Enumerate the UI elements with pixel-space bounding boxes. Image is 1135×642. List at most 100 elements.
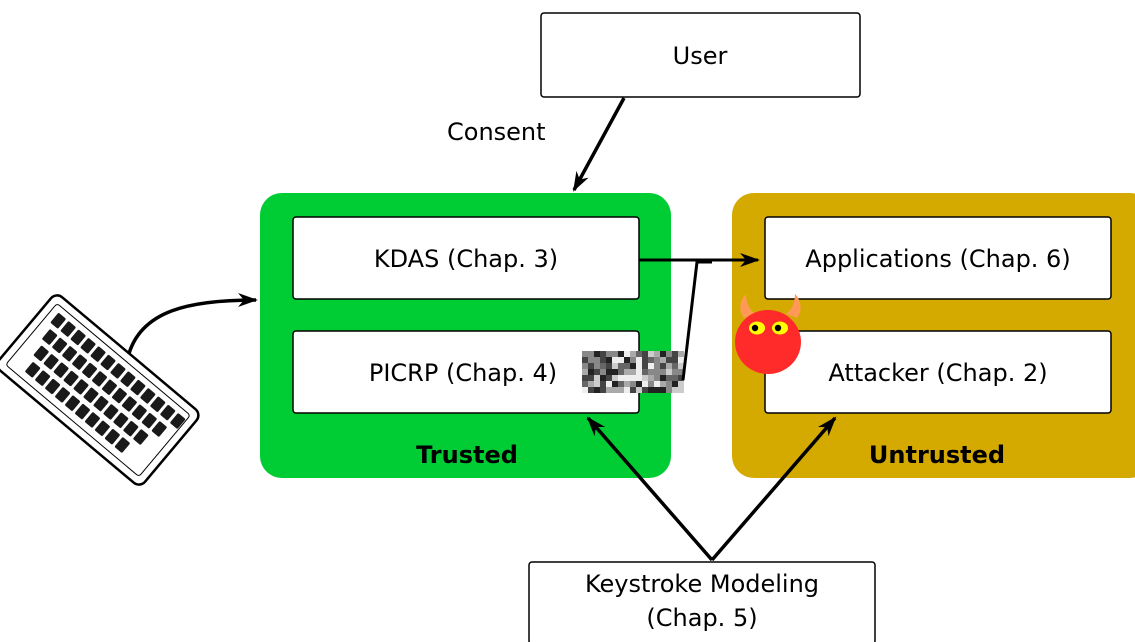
keyboard-key	[151, 421, 167, 437]
noise-cell	[672, 369, 678, 375]
noise-cell	[660, 369, 666, 375]
noise-cell	[588, 351, 594, 357]
noise-cell	[594, 375, 600, 381]
noise-cell	[612, 381, 618, 387]
consent-arrow	[572, 97, 626, 192]
noise-cell	[672, 381, 678, 387]
noise-cell	[630, 351, 636, 357]
keyboard-key	[95, 420, 110, 436]
user-node: User	[540, 12, 861, 98]
keyboard-key	[55, 387, 70, 403]
keyboard-key	[114, 437, 130, 453]
kdas-node: KDAS (Chap. 3)	[292, 216, 640, 300]
keyboard-key	[121, 396, 137, 412]
noise-cell	[678, 369, 684, 375]
noise-cell	[588, 387, 594, 393]
noise-cell	[678, 363, 684, 369]
noise-cell	[666, 351, 672, 357]
keyboard-key	[52, 337, 68, 354]
noise-cell	[636, 369, 642, 375]
noise-cell	[678, 357, 684, 363]
noise-cell	[660, 375, 666, 381]
noise-cell	[654, 357, 660, 363]
keyboard-key	[103, 404, 119, 420]
keyboard-key	[85, 412, 100, 428]
noise-cell	[660, 387, 666, 393]
keyboard-icon	[0, 294, 200, 486]
noise-cell	[624, 375, 630, 381]
noise-cell	[582, 375, 588, 381]
keyboard-key	[35, 370, 51, 386]
keyboard-key	[112, 387, 127, 404]
keyboard-key	[43, 354, 59, 370]
noise-cell	[594, 381, 600, 387]
noise-cell	[594, 363, 600, 369]
keyboard-key	[72, 354, 87, 370]
noise-cell	[642, 351, 648, 357]
keyboard-key	[73, 379, 89, 395]
keyboard-key	[80, 338, 96, 354]
keyboard-key	[102, 379, 117, 395]
noise-cell	[648, 351, 654, 357]
keyboard-key	[50, 313, 66, 329]
keyboard-key	[123, 421, 139, 437]
keyboard-key	[75, 404, 90, 420]
noise-cell	[642, 387, 648, 393]
consent-label: Consent	[447, 118, 546, 146]
keyboard-key	[90, 346, 106, 362]
keyboard-key	[100, 354, 116, 371]
noise-cell	[654, 387, 660, 393]
noise-cell	[648, 363, 654, 369]
noise-cell	[600, 381, 606, 387]
keyboard-key	[65, 395, 80, 411]
noise-cell	[612, 363, 618, 369]
keyboard-key	[133, 429, 149, 445]
noise-cell	[660, 363, 666, 369]
noise-cell	[648, 387, 654, 393]
noise-cell	[612, 387, 618, 393]
keyboard-key	[62, 346, 78, 362]
noise-cell	[660, 381, 666, 387]
noise-cell	[582, 381, 588, 387]
noise-cell	[600, 369, 606, 375]
keyboard-key	[83, 387, 99, 403]
applications-node: Applications (Chap. 6)	[764, 216, 1112, 300]
keyboard-key	[53, 362, 69, 378]
noise-cell	[642, 369, 648, 375]
keyboard-key	[140, 388, 156, 404]
noise-cell	[594, 369, 600, 375]
keystroke-to-picrp-arrow	[586, 416, 714, 562]
trusted-label: Trusted	[416, 441, 518, 469]
noise-cell	[618, 381, 624, 387]
noise-cell	[618, 387, 624, 393]
noise-cell	[618, 351, 624, 357]
picrp-node: PICRP (Chap. 4)	[292, 330, 640, 414]
keyboard-key	[42, 329, 58, 345]
noise-cell	[588, 369, 594, 375]
noise-cell	[618, 375, 624, 381]
noise-cell	[612, 357, 618, 363]
noise-cell	[582, 363, 588, 369]
keyboard-key	[131, 404, 147, 420]
noise-cell	[618, 363, 624, 369]
noise-cell	[588, 363, 594, 369]
noise-cell	[642, 375, 648, 381]
noise-cell	[636, 357, 642, 363]
noise-cell	[672, 351, 678, 357]
noise-cell	[636, 351, 642, 357]
noise-cell	[636, 387, 642, 393]
noise-cell	[642, 381, 648, 387]
noise-cell	[612, 351, 618, 357]
noise-cell	[606, 381, 612, 387]
keyboard-key	[70, 329, 86, 346]
noise-cell	[630, 363, 636, 369]
noise-cell	[678, 351, 684, 357]
keyboard-key	[150, 396, 166, 412]
picrp-to-applications-line	[681, 260, 712, 381]
noise-cell	[582, 387, 588, 393]
keyboard-key	[60, 321, 76, 337]
noise-cell	[654, 351, 660, 357]
keyboard-key	[25, 362, 41, 378]
noise-cell	[630, 357, 636, 363]
